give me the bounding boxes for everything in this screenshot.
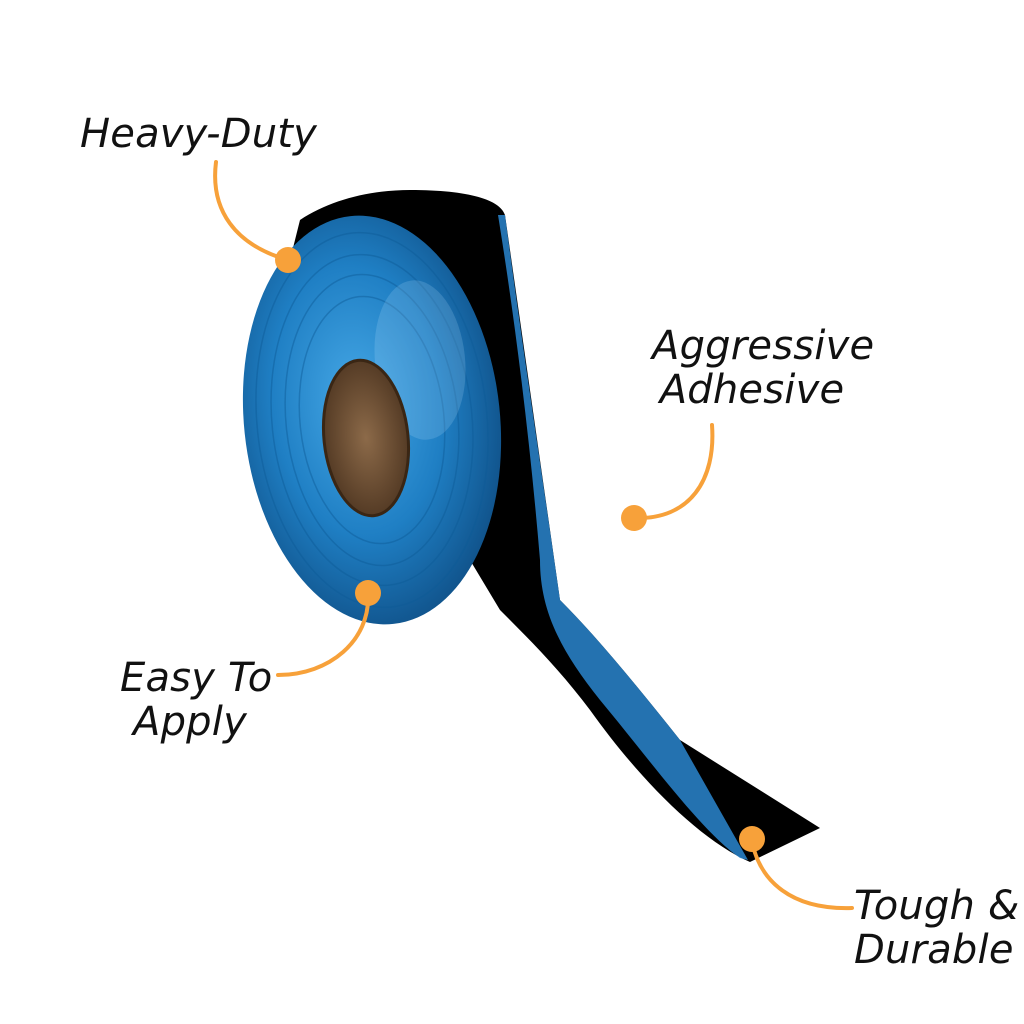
roll-rings [255,231,489,609]
callout-heavy-duty: Heavy-Duty [80,112,317,156]
callout-easy-line1: Easy To [120,655,273,701]
callout-easy-to-apply: Easy To Apply [120,655,273,745]
tape-edge [498,215,748,860]
callout-tough-line1: Tough & [854,883,1020,929]
roll-core [323,360,409,516]
callout-dots [275,247,765,852]
callout-tough-durable: Tough & Durable [854,884,1022,972]
callout-aggressive-line1: Aggressive [652,323,875,369]
callout-easy-line2: Apply [133,699,247,745]
callout-aggressive-adhesive: Aggressive Adhesive [652,323,875,413]
callout-leaders [213,160,854,911]
callout-heavy-duty-text: Heavy-Duty [80,111,318,157]
callout-aggressive-line2: Adhesive [659,367,845,413]
callout-tough-line2: Durable [854,927,1014,973]
